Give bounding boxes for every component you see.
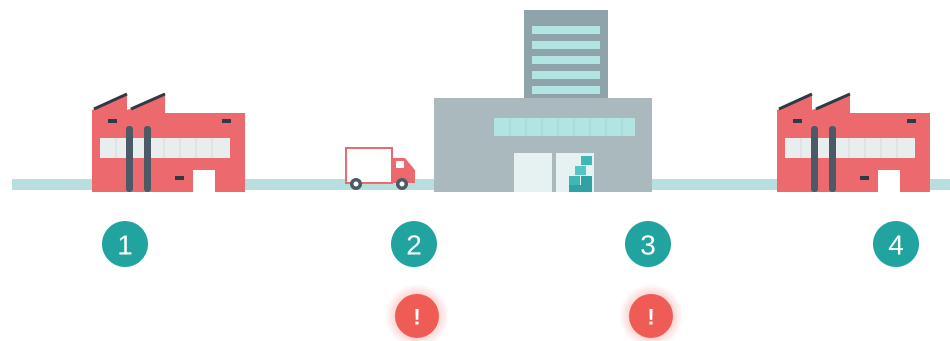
warehouse-icon <box>434 10 652 192</box>
step-badge-1: 1 <box>102 221 148 267</box>
alert-label: ! <box>647 305 654 330</box>
step-label: 3 <box>640 230 656 261</box>
step-badge-4: 4 <box>873 221 919 267</box>
alert-label: ! <box>413 305 420 330</box>
step-badge-2: 2 <box>391 221 437 267</box>
step-label: 1 <box>117 230 133 261</box>
delivery-truck-icon <box>346 148 415 190</box>
factory-right-icon <box>777 94 930 192</box>
step-label: 4 <box>888 230 904 261</box>
factory-left-icon <box>92 94 245 192</box>
step-badge-3: 3 <box>625 221 671 267</box>
step-label: 2 <box>406 230 422 261</box>
alert-icon: ! <box>385 284 449 341</box>
alert-icon: ! <box>619 284 683 341</box>
